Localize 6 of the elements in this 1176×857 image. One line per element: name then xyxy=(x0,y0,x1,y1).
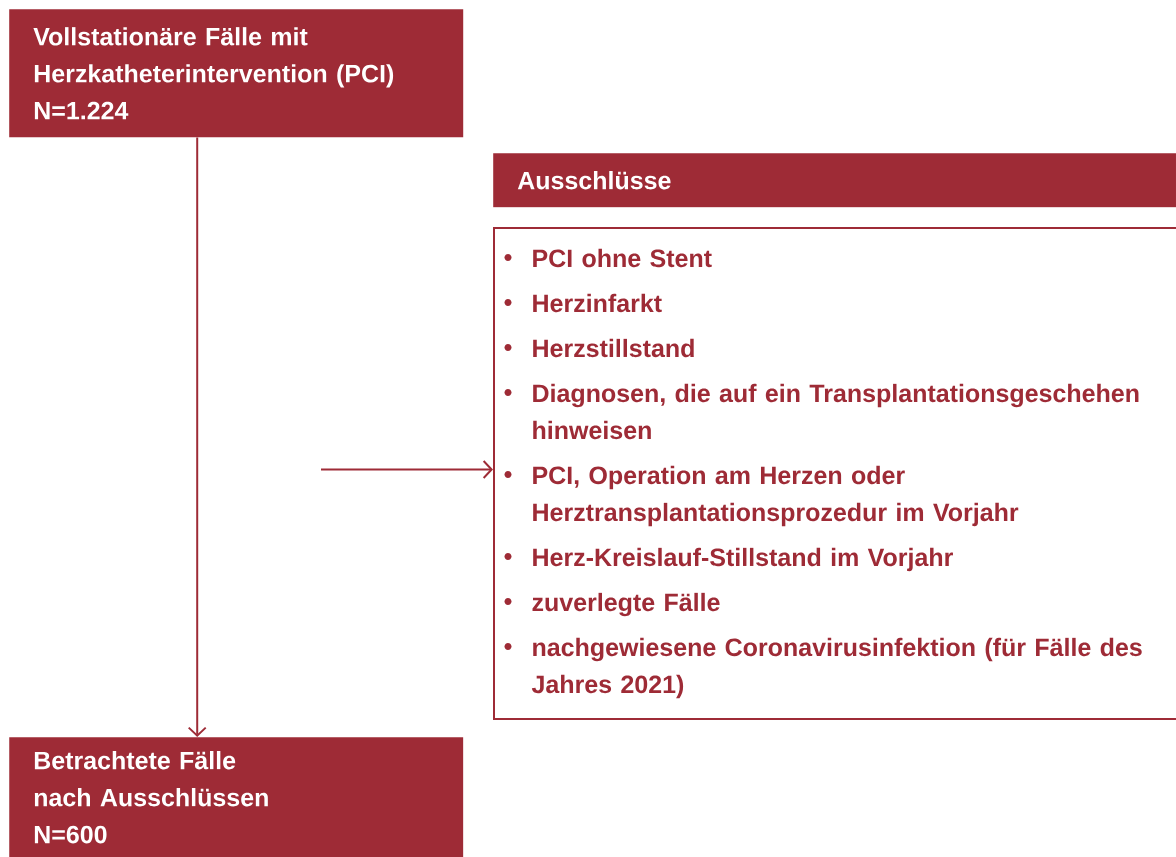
arrow xyxy=(320,460,493,479)
header-band: Ausschlüsse xyxy=(493,153,1176,208)
process-box: Betrachtete Fälle nach Ausschlüssen N=600 xyxy=(9,737,464,857)
arrow xyxy=(187,136,207,737)
process-box: Vollstationäre Fälle mit Herzkatheterintervention (PCI) N=1.224 xyxy=(9,9,464,138)
list-box: PCI ohne Stent Herzinfarkt Herzstillstand Diagnosen, die auf ein Transplantationsgeschehen hinweisen PCI, Operation am Herzen oder Herztransplantationsprozedur im Vorjahr Herz-Kreislauf-Stillstand im Vorjahr zuverlegte Fälle nachgewiesene Coronavirusinfektion (für Fälle des Jahres 2021) xyxy=(493,227,1176,720)
